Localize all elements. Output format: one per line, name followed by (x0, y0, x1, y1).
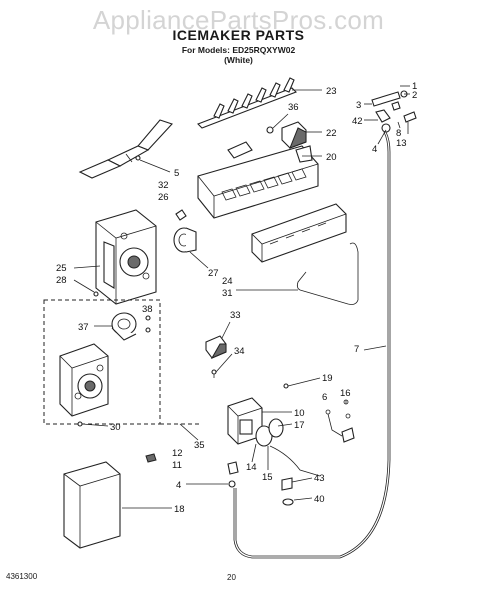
callout-16: 16 (340, 388, 351, 399)
callout-11: 11 (172, 460, 182, 471)
callout-31: 31 (222, 288, 233, 299)
ice-mold-part (197, 141, 322, 219)
clip-part (175, 209, 187, 221)
callout-28: 28 (56, 275, 67, 286)
water-valve-part (227, 377, 321, 477)
callout-35: 35 (194, 440, 205, 451)
callout-32: 32 (158, 180, 169, 191)
pad-part (63, 461, 172, 549)
callout-5: 5 (174, 168, 179, 179)
callout-36: 36 (288, 102, 299, 113)
feeler-arm-part (236, 242, 359, 305)
callout-18: 18 (174, 504, 185, 515)
watermark: AppliancePartsPros.com (92, 5, 385, 35)
callout-38: 38 (142, 304, 153, 315)
callout-1: 1 (412, 81, 417, 92)
callout-4: 4 (372, 144, 377, 155)
callout-labels: 1 2 3 42 4 8 13 23 36 22 20 5 32 26 25 2… (56, 81, 417, 515)
callout-6: 6 (322, 392, 327, 403)
callout-42: 42 (352, 116, 363, 127)
callout-33: 33 (230, 310, 241, 321)
cover-part (266, 113, 322, 149)
control-housing-part (59, 343, 109, 427)
drive-gear-part (173, 227, 209, 269)
callout-20: 20 (326, 152, 337, 163)
callout-37: 37 (78, 322, 89, 333)
page-number: 20 (227, 573, 236, 582)
fill-tube-fittings-part (364, 85, 417, 145)
model-info: For Models: ED25RQXYW02 (White) (0, 45, 477, 65)
callout-22: 22 (326, 128, 337, 139)
callout-30: 30 (110, 422, 121, 433)
callout-8: 8 (396, 128, 401, 139)
models-line: For Models: ED25RQXYW02 (181, 45, 296, 55)
callout-24: 24 (222, 276, 233, 287)
callout-15: 15 (262, 472, 273, 483)
water-tube-part (233, 131, 391, 559)
callout-2: 2 (412, 90, 417, 101)
timer-motor-part (94, 312, 151, 341)
callout-17: 17 (294, 420, 305, 431)
callout-34: 34 (234, 346, 245, 357)
grommet-part (281, 477, 313, 506)
color-line: (White) (224, 55, 253, 65)
callout-10: 10 (294, 408, 305, 419)
fitting-part (325, 399, 355, 443)
document-number: 4361300 (6, 572, 38, 581)
motor-housing-part (73, 209, 157, 305)
callout-4-lower: 4 (176, 480, 181, 491)
callout-12: 12 (172, 448, 183, 459)
callout-7: 7 (354, 344, 359, 355)
callout-26: 26 (158, 192, 169, 203)
lever-arm-part (78, 119, 173, 179)
callout-25: 25 (56, 263, 67, 274)
page-title: ICEMAKER PARTS (172, 27, 305, 43)
bottom-fitting-part (186, 461, 239, 488)
bracket-part (205, 321, 233, 378)
ejector-blades-part (197, 77, 322, 129)
callout-23: 23 (326, 86, 337, 97)
stripper-part (251, 203, 347, 263)
nut-part (145, 453, 157, 463)
callout-19: 19 (322, 373, 333, 384)
callout-40: 40 (314, 494, 325, 505)
callout-3: 3 (356, 100, 361, 111)
callout-43: 43 (314, 473, 325, 484)
callout-27: 27 (208, 268, 219, 279)
callout-13: 13 (396, 138, 407, 149)
callout-14: 14 (246, 462, 257, 473)
